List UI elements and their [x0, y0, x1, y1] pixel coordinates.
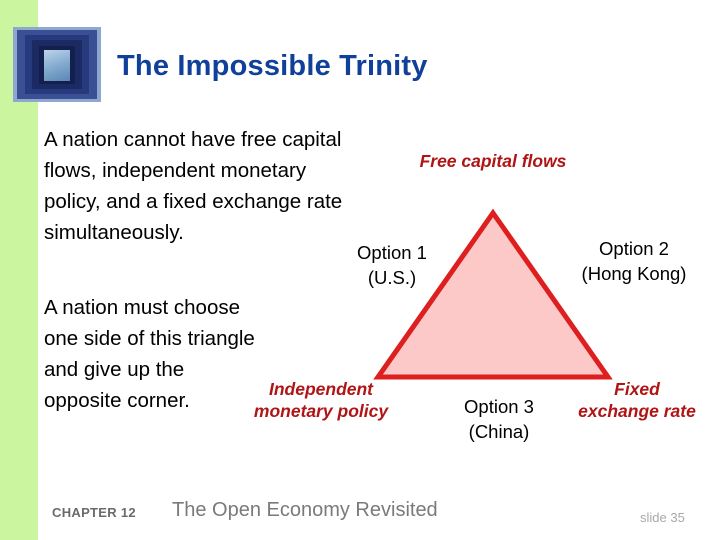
- footer-slide-number: slide 35: [640, 510, 685, 525]
- corner-label-fixed-exchange-rate: Fixed exchange rate: [578, 379, 696, 421]
- nested-blue-square-logo-icon: [13, 27, 101, 102]
- option-2-line-1: Option 2: [599, 238, 669, 259]
- option-3-line-1: Option 3: [464, 396, 534, 417]
- slide-title: The Impossible Trinity: [117, 50, 428, 82]
- side-label-option-3: Option 3 (China): [428, 394, 570, 444]
- logo-center-glow: [44, 50, 70, 81]
- option-1-line-2: (U.S.): [367, 267, 417, 288]
- impossible-trinity-triangle: [373, 208, 613, 380]
- triangle-shape: [373, 208, 613, 380]
- side-label-option-2: Option 2 (Hong Kong): [548, 236, 720, 286]
- body-paragraph-2: A nation must choose one side of this tr…: [44, 296, 255, 412]
- side-label-option-1: Option 1 (U.S.): [312, 240, 472, 290]
- footer-chapter-label: CHAPTER 12: [52, 505, 136, 520]
- option-2-line-2: (Hong Kong): [581, 263, 687, 284]
- corner-label-independent-monetary-policy: Independent monetary policy: [253, 379, 389, 421]
- option-3-line-2: (China): [468, 421, 530, 442]
- body-paragraph-1: A nation cannot have free capital flows,…: [44, 128, 343, 244]
- corner-label-free-capital-flows: Free capital flows: [419, 151, 567, 171]
- footer-subject-label: The Open Economy Revisited: [172, 499, 438, 521]
- option-1-line-1: Option 1: [357, 242, 427, 263]
